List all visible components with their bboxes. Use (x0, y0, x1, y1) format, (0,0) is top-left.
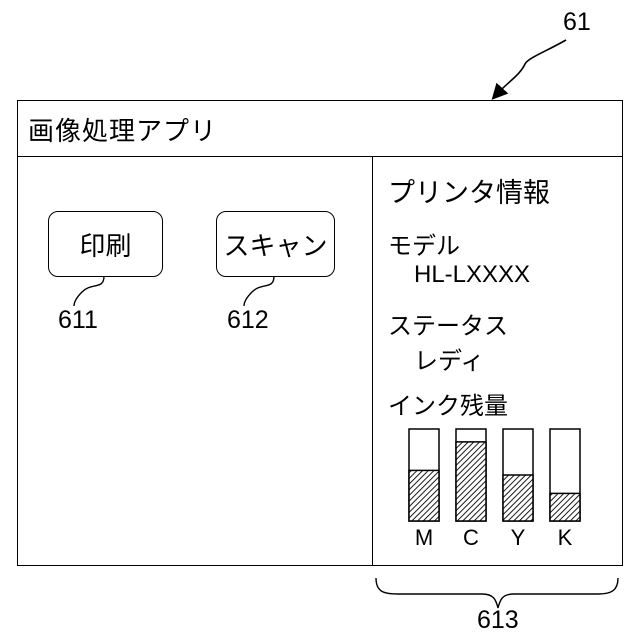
ref-612: 612 (227, 306, 269, 335)
scan-button-label: スキャン (223, 226, 327, 263)
app-window: 画像処理アプリ 印刷 スキャン プリンタ情報 モデル HL-LXXXX ステータ… (17, 100, 623, 566)
ink-fill-c (456, 442, 486, 521)
window-title: 画像処理アプリ (28, 111, 217, 148)
ink-channel-label-k: K (550, 525, 580, 551)
ink-channel-labels: MCYK (398, 525, 608, 555)
ink-fill-m (409, 470, 439, 521)
ref-611: 611 (58, 306, 98, 335)
ink-fill-y (503, 475, 533, 521)
title-bar: 画像処理アプリ (18, 101, 622, 157)
print-button[interactable]: 印刷 (48, 211, 163, 277)
ref-613: 613 (477, 606, 519, 635)
ref-61-arrow (497, 40, 566, 94)
scan-button[interactable]: スキャン (216, 211, 335, 277)
ink-channel-label-c: C (456, 525, 486, 551)
model-value: HL-LXXXX (414, 261, 530, 289)
ink-channel-label-y: Y (503, 525, 533, 551)
print-button-label: 印刷 (79, 226, 131, 263)
model-label: モデル (388, 226, 460, 261)
ink-channel-label-m: M (409, 525, 439, 551)
status-label: ステータス (388, 306, 508, 341)
ink-label: インク残量 (388, 386, 508, 421)
status-value: レディ (414, 341, 484, 376)
panel-divider (372, 157, 373, 565)
ink-fill-k (550, 493, 580, 521)
printer-info-heading: プリンタ情報 (388, 171, 550, 210)
ref-613-brace (376, 578, 618, 608)
ink-level-gauges (398, 421, 608, 529)
